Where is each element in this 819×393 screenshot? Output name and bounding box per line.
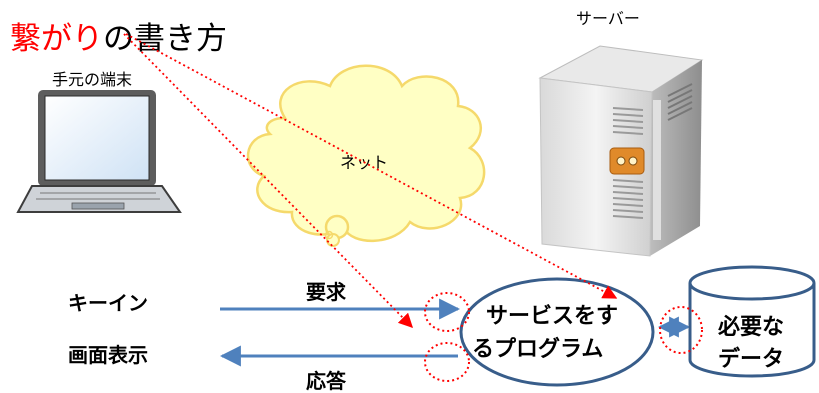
laptop-icon [16,90,182,213]
title-rest: の書き方 [103,21,227,57]
response-label: 応答 [306,369,347,393]
pointer-line-to-request [123,33,414,329]
page-title: 繋がりの書き方 [10,21,227,57]
display-label: 画面表示 [68,343,148,367]
input-label: キーイン [68,291,148,315]
connection-circle-data [659,306,703,354]
connection-circle-request [424,292,470,332]
cloud-icon [247,64,486,247]
terminal-label: 手元の端末 [52,70,132,89]
server-label: サーバー [576,9,640,28]
server-icon [538,45,704,257]
title-highlight: 繋がり [10,21,103,57]
data-label-line2: データ [718,346,784,372]
request-label: 要求 [306,280,347,304]
service-program-ellipse [459,277,655,387]
service-program-line1: サービスをす [486,304,618,329]
data-label-line1: 必要な [718,314,784,340]
service-program-line2: るプログラム [472,336,603,362]
connection-circle-response [424,342,470,382]
data-store-cylinder [688,265,816,378]
